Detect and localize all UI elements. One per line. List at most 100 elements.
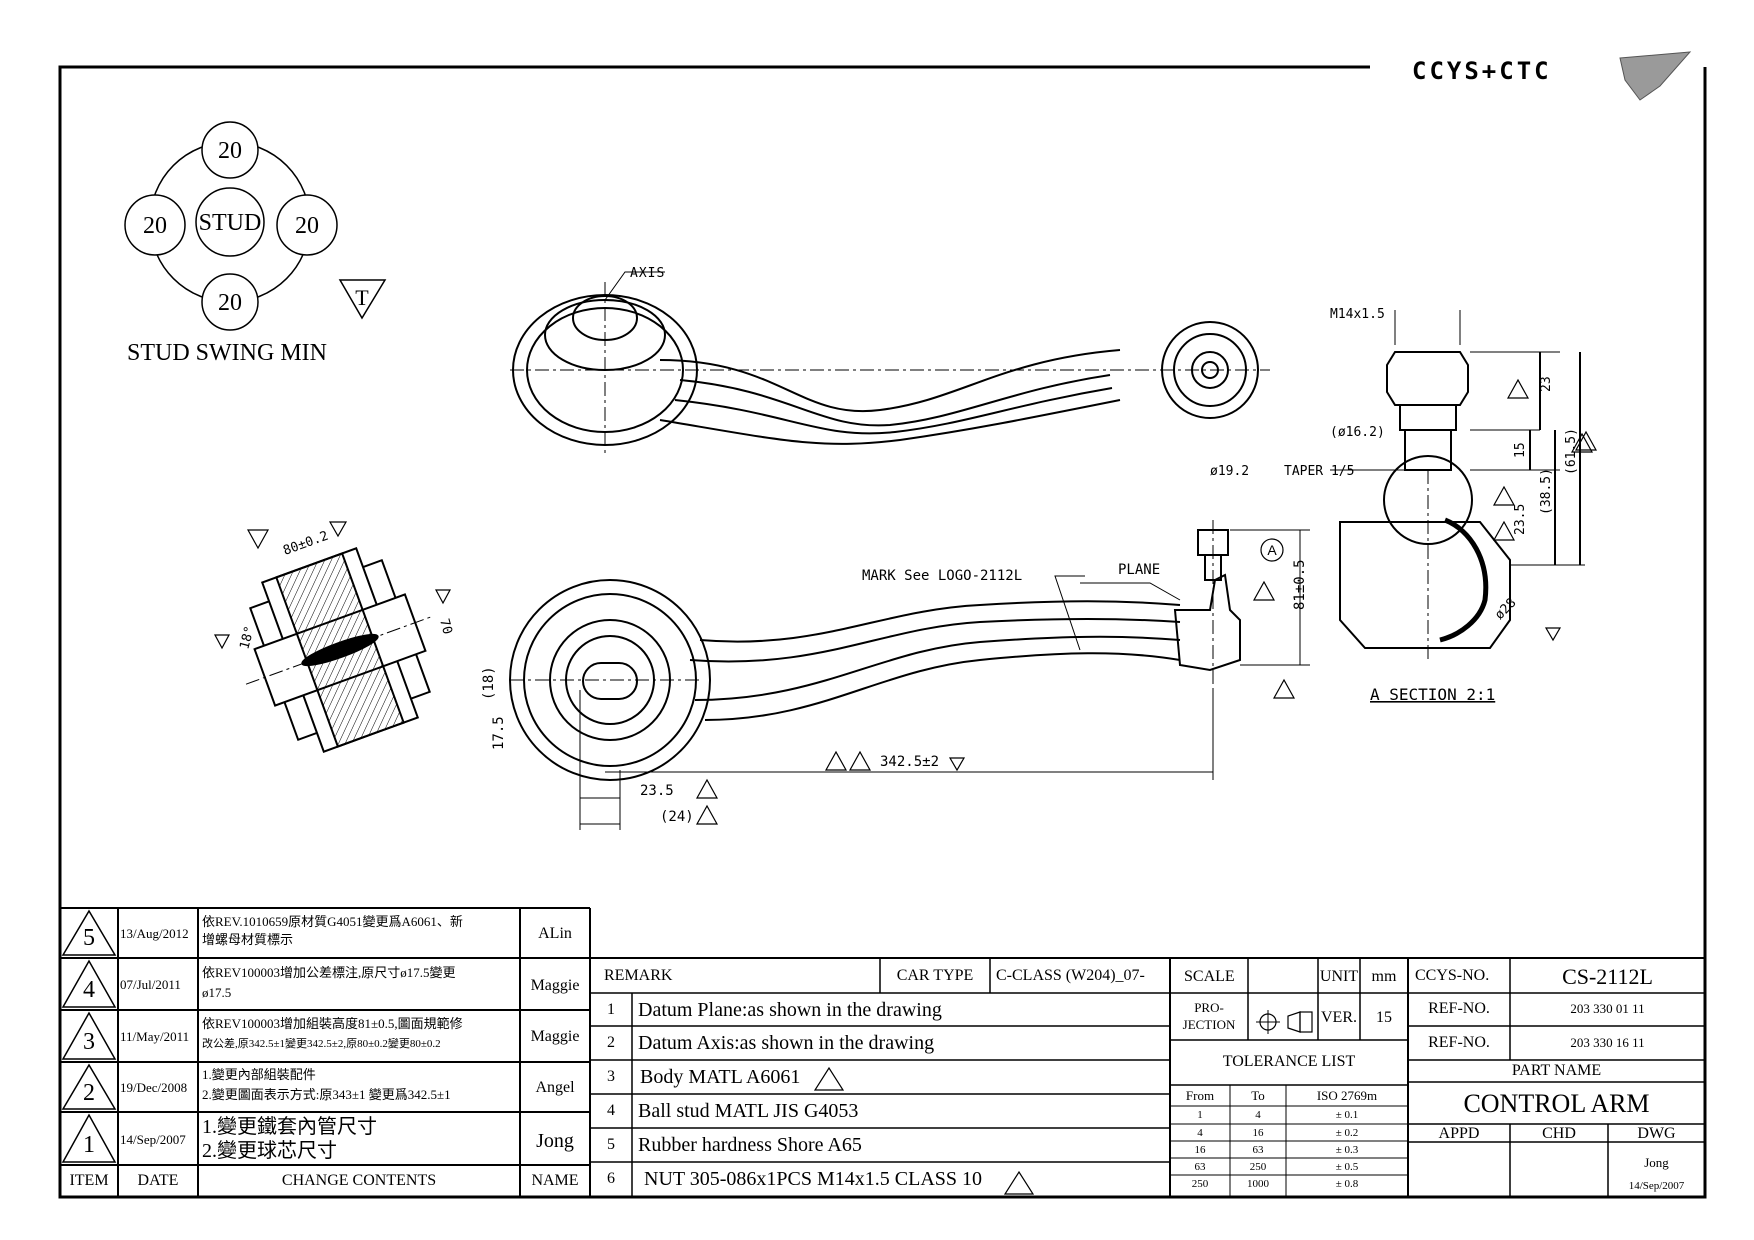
tol-row-3-val: ± 0.3 [1335,1144,1359,1156]
company-logo: CCYS+CTC [1412,51,1692,101]
dim-18: (18) [481,666,497,700]
stud-center-label: STUD [199,210,262,236]
tol-row-3-to: 63 [1252,1144,1264,1156]
part-name-label: PART NAME [1511,1062,1602,1079]
rev-name-3: Maggie [530,1028,580,1045]
tol-row-1-val: ± 0.1 [1335,1109,1359,1121]
ver-value: 15 [1376,1009,1392,1026]
tol-row-3-from: 16 [1194,1144,1206,1156]
chd-label: CHD [1542,1125,1576,1142]
remark-num-3: 3 [607,1068,615,1085]
tol-row-4-to: 250 [1249,1161,1267,1173]
rev-content-4b: ø17.5 [202,986,232,1000]
drawer-name: Jong [1644,1156,1669,1170]
d16-callout: (ø16.2) [1330,425,1385,440]
projection-label-2: JECTION [1182,1018,1236,1032]
side-datum-triangles [695,538,1296,825]
rev-content-5b: 增螺母材質標示 [202,933,294,947]
remark-num-6: 6 [607,1170,615,1187]
dim-70: 70 [436,617,455,636]
tol-row-2-from: 4 [1197,1127,1203,1139]
mark-callout: MARK See LOGO-2112L [862,568,1022,584]
dwg-label: DWG [1637,1125,1676,1142]
tol-row-5-to: 1000 [1247,1178,1269,1190]
car-type-value: C-CLASS (W204)_07- [996,967,1145,984]
tol-row-2-val: ± 0.2 [1335,1127,1359,1139]
rev-date-3: 11/May/2011 [120,1030,190,1044]
rev-date-4: 07/Jul/2011 [120,978,181,992]
appd-label: APPD [1438,1125,1480,1142]
bushing-datum-triangles [213,521,452,650]
drawing-date: 14/Sep/2007 [1628,1180,1685,1192]
taper-callout: TAPER 1/5 [1284,464,1354,479]
dim-15: 15 [1513,442,1528,458]
rev-header-item: ITEM [69,1172,109,1189]
tol-row-1-to: 4 [1255,1109,1261,1121]
rev-content-1b: 2.變更球芯尺寸 [202,1140,337,1162]
dim-38-5: (38.5) [1539,468,1554,515]
stud-angle-left: 20 [143,213,167,239]
ref-no-value-1: 203 330 01 11 [1570,1002,1645,1016]
rev-item-3: 3 [83,1029,95,1055]
remark-text-3: Body MATL A6061 [640,1066,801,1088]
ver-label: VER. [1321,1009,1357,1026]
dim-80: 80±0.2 [281,529,330,559]
tol-row-1-from: 1 [1197,1109,1203,1121]
tolerance-title: TOLERANCE LIST [1222,1053,1356,1070]
rev-content-5a: 依REV.1010659原材質G4051變更爲A6061、新 [202,915,463,929]
dim-17-5: 17.5 [491,716,507,750]
rev-content-3a: 依REV100003增加組裝高度81±0.5,圖面規範修 [202,1017,463,1031]
rev-name-1: Jong [536,1130,574,1152]
stud-angle-top: 20 [218,138,242,164]
ref-no-label-1: REF-NO. [1428,1000,1490,1017]
rev-date-2: 19/Dec/2008 [120,1081,188,1095]
rev-date-5: 13/Aug/2012 [120,927,189,941]
stud-angle-bottom: 20 [218,290,242,316]
ref-no-label-2: REF-NO. [1428,1034,1490,1051]
remark-text-4: Ball stud MATL JIS G4053 [638,1100,859,1122]
stud-datum-letter: T [355,285,369,310]
a-section-view [1330,310,1585,660]
remark-text-1: Datum Plane:as shown in the drawing [638,999,942,1021]
dim-18deg: 18° [237,624,258,651]
dim-23: 23 [1539,376,1554,392]
m14-callout: M14x1.5 [1330,307,1385,322]
section-title: A SECTION 2:1 [1370,685,1495,704]
remark-num-1: 1 [607,1001,615,1018]
rev-name-2: Angel [535,1079,575,1096]
rev-item-4: 4 [83,977,95,1003]
ccys-no-label: CCYS-NO. [1415,967,1490,984]
car-type-label: CAR TYPE [896,967,974,984]
remark-rev-triangles [813,1066,1035,1195]
drawing-frame [58,65,1707,1199]
plane-callout: PLANE [1118,562,1160,578]
dim-23-5: 23.5 [640,783,674,799]
rev-header-name: NAME [531,1172,579,1189]
ccys-no-value: CS-2112L [1562,965,1653,989]
logo-text: CCYS+CTC [1412,57,1552,85]
rev-header-date: DATE [137,1172,179,1189]
tol-row-4-val: ± 0.5 [1335,1161,1359,1173]
d28-callout: ø28 [1492,596,1519,623]
remark-text-5: Rubber hardness Shore A65 [638,1134,862,1156]
rev-content-4a: 依REV100003增加公差標注,原尺寸ø17.5變更 [202,966,456,980]
remark-text-2: Datum Axis:as shown in the drawing [638,1032,935,1054]
remark-num-2: 2 [607,1034,615,1051]
part-name-value: CONTROL ARM [1463,1090,1650,1118]
rev-content-3b: 改公差,原342.5±1變更342.5±2,原80±0.2變更80±0.2 [202,1038,441,1050]
section-a-marker: A [1267,542,1277,558]
tol-header-iso: ISO 2769m [1316,1089,1378,1103]
unit-value: mm [1371,968,1397,985]
tol-row-2-to: 16 [1252,1127,1264,1139]
section-datum-triangles [1492,378,1598,642]
top-view-arm [510,271,1270,455]
revision-item-triangles [61,909,117,1163]
dim-23-5b: 23.5 [1513,504,1528,535]
rev-header-contents: CHANGE CONTENTS [281,1172,437,1189]
rev-content-1a: 1.變更鐵套內管尺寸 [202,1116,377,1138]
ref-no-value-2: 203 330 16 11 [1570,1036,1645,1050]
bushing-section [245,547,435,753]
scale-label: SCALE [1184,968,1235,985]
tol-header-to: To [1251,1089,1265,1103]
